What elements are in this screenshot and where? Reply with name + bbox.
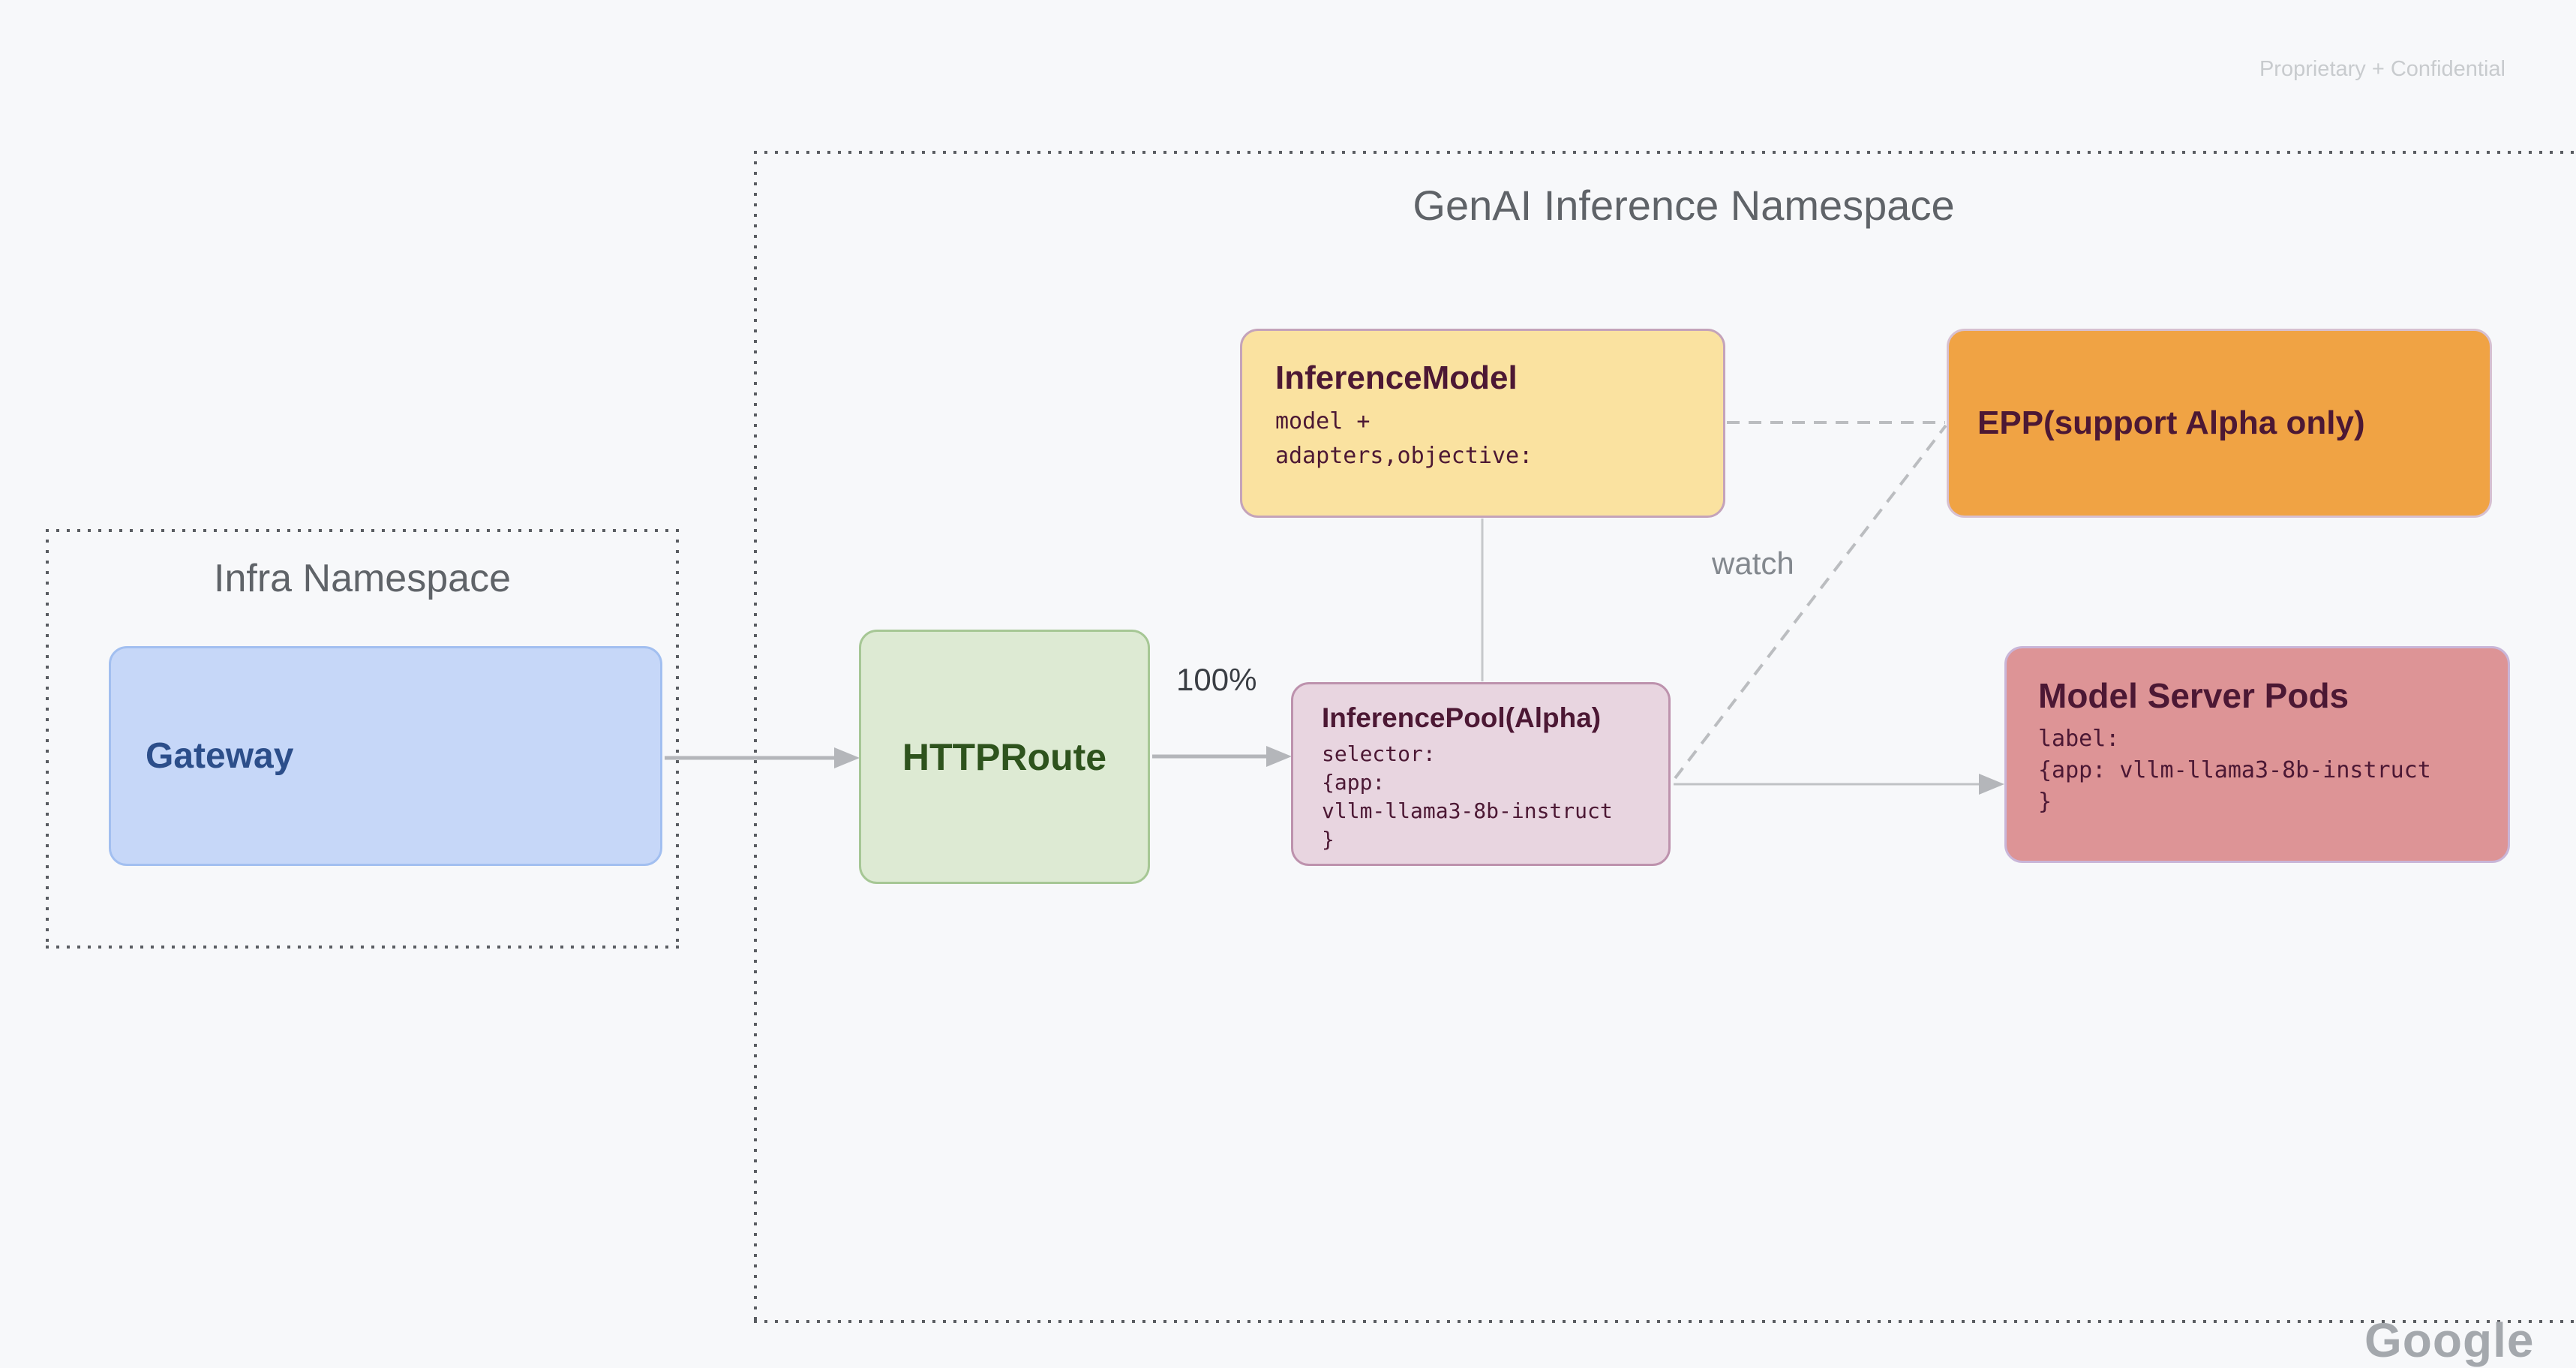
model-server-pods-title: Model Server Pods: [2038, 676, 2349, 715]
inference-pool-body-line: selector:: [1322, 741, 1436, 766]
inference-model-body-line: model +: [1275, 408, 1371, 434]
watch-label: watch: [1712, 546, 1794, 581]
epp-node: EPP(support Alpha only): [1947, 329, 2492, 518]
model-server-pods-body-line: }: [2038, 789, 2052, 815]
epp-label: EPP(support Alpha only): [1977, 404, 2365, 441]
google-logo-partial: Google: [2364, 1313, 2535, 1367]
inference-pool-body-line: }: [1322, 827, 1335, 852]
model-server-pods-body-line: label:: [2038, 726, 2120, 752]
confidentiality-watermark: Proprietary + Confidential: [2259, 57, 2505, 81]
slide-canvas: { "watermark": "Proprietary + Confidenti…: [46, 57, 2576, 1367]
model-server-pods-node: Model Server Pods label: {app: vllm-llam…: [2004, 646, 2510, 863]
genai-namespace-title: GenAI Inference Namespace: [1413, 182, 1955, 229]
infra-namespace-frame: Infra Namespace Gateway: [46, 529, 679, 949]
infra-namespace-title: Infra Namespace: [214, 557, 511, 600]
inference-pool-node: InferencePool(Alpha) selector: {app: vll…: [1291, 682, 1671, 866]
inference-model-node: InferenceModel model + adapters,objectiv…: [1240, 329, 1725, 518]
httproute-node: HTTPRoute: [859, 630, 1150, 884]
inference-pool-title: InferencePool(Alpha): [1322, 702, 1602, 733]
model-server-pods-body-line: {app: vllm-llama3-8b-instruct: [2038, 757, 2431, 783]
gateway-label: Gateway: [146, 736, 294, 776]
inference-model-body-line: adapters,objective:: [1275, 443, 1533, 469]
inference-pool-body-line: {app:: [1322, 770, 1386, 795]
gateway-node: Gateway: [109, 646, 662, 866]
httproute-label: HTTPRoute: [902, 735, 1107, 778]
route-weight-label: 100%: [1176, 662, 1257, 697]
inference-pool-body-line: vllm-llama3-8b-instruct: [1322, 798, 1613, 823]
inference-model-title: InferenceModel: [1275, 359, 1518, 396]
